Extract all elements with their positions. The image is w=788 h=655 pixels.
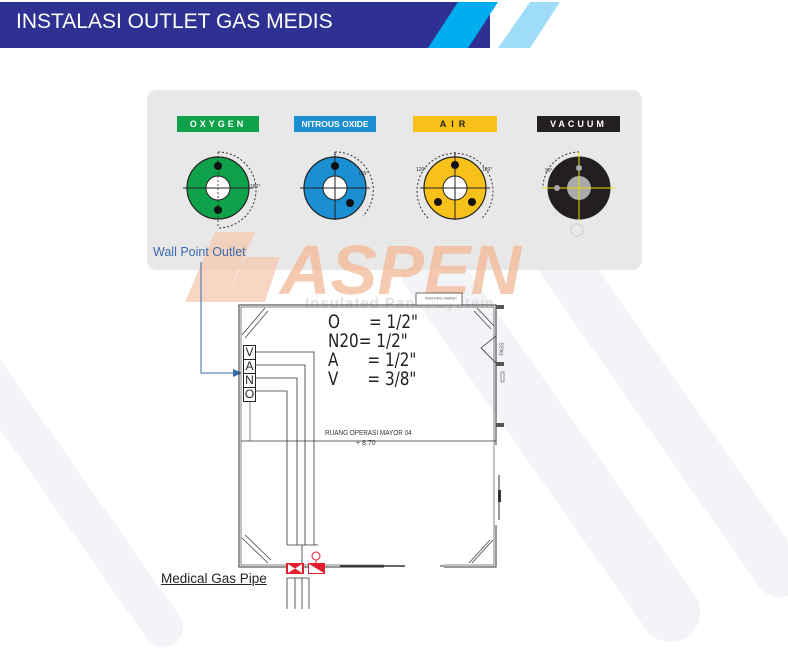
outlet-letter-nitrous: N	[243, 373, 256, 388]
page-title: INSTALASI OUTLET GAS MEDIS	[16, 10, 333, 33]
svg-text:120°: 120°	[482, 167, 492, 173]
outlet-letter-vacuum: V	[243, 345, 256, 360]
oxygen-outlet-diagram: 180°	[183, 151, 260, 229]
pass-label: PASS	[499, 342, 506, 356]
header-bar	[0, 2, 490, 48]
svg-text:135°: 135°	[358, 171, 368, 177]
gas-label-nitrous-oxide: NITROUS OXIDE	[294, 116, 376, 132]
floor-plan-drawing	[200, 262, 505, 609]
room-elevation-label: + 8.70	[356, 440, 376, 447]
header-banner: INSTALASI OUTLET GAS MEDIS	[0, 0, 788, 50]
outlet-letter-oxygen: O	[243, 387, 256, 402]
medical-gas-pipe-label: Medical Gas Pipe	[161, 571, 267, 586]
svg-text:90°: 90°	[545, 168, 553, 174]
vacuum-outlet-diagram: 90°	[542, 151, 615, 220]
wall-point-outlet-label: Wall Point Outlet	[153, 245, 246, 259]
outlet-letter-stack: V A N O	[243, 345, 256, 402]
gas-label-oxygen: OXYGEN	[177, 116, 259, 132]
air-outlet-diagram: 120° 120°	[416, 152, 494, 220]
cabinet-label: PASSTHRU CABINET	[424, 296, 457, 301]
room-name-label: RUANG OPERASI MAYOR 04	[325, 428, 412, 437]
nitrous-oxide-outlet-diagram: 135°	[300, 151, 374, 220]
oxygen-angle-label: 180°	[250, 184, 260, 190]
pipe-size-specification: O = 1/2" N20= 1/2" A = 1/2" V = 3/8"	[328, 311, 418, 390]
gas-label-air: AIR	[413, 116, 497, 132]
gas-label-vacuum: VACUUM	[537, 116, 620, 132]
svg-text:120°: 120°	[416, 167, 426, 173]
outlet-letter-air: A	[243, 359, 256, 374]
